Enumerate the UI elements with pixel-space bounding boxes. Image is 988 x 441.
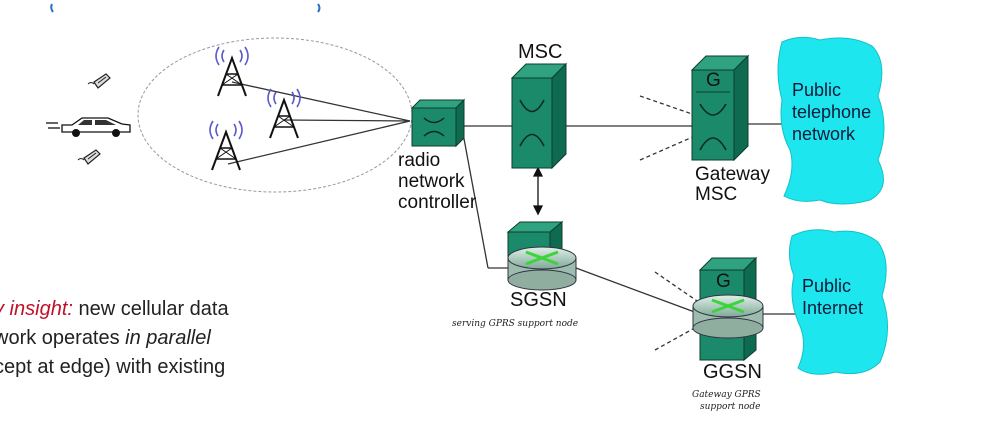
gateway-msc-label-line1: Gateway bbox=[695, 164, 770, 185]
telephone-cloud-label-line1: Public bbox=[792, 80, 841, 100]
msc-sgsn-arrow bbox=[532, 166, 544, 216]
insight-line-1-rest: new cellular data bbox=[72, 298, 229, 320]
insight-line-2-pre: work operates bbox=[0, 327, 126, 349]
insight-line-3: cept at edge) with existing bbox=[0, 356, 226, 378]
sgsn-handwritten-note: serving GPRS support node bbox=[452, 319, 578, 329]
ggsn-letter: G bbox=[716, 271, 731, 292]
rnc-label-line1: radio bbox=[398, 150, 440, 171]
insight-line-1: y insight: new cellular data bbox=[0, 295, 374, 324]
public-internet-cloud bbox=[788, 229, 889, 375]
car-icon bbox=[46, 117, 131, 137]
gateway-msc-icon bbox=[690, 54, 750, 162]
rnc-label-line3: controller bbox=[398, 192, 477, 213]
ggsn-handwritten-note-line1: Gateway GPRS bbox=[692, 390, 761, 400]
gateway-msc-letter: G bbox=[706, 70, 721, 91]
ggsn-handwritten-note-line2: support node bbox=[700, 402, 760, 412]
key-insight-text: y insight: new cellular data work operat… bbox=[0, 295, 374, 382]
base-station-icon bbox=[209, 120, 243, 171]
sgsn-label: SGSN bbox=[510, 289, 567, 311]
telephone-cloud-label-line2: telephone bbox=[792, 102, 871, 122]
insight-lead: y insight: bbox=[0, 298, 73, 320]
insight-line-2: work operates in parallel bbox=[0, 324, 374, 353]
msc-label: MSC bbox=[518, 41, 562, 63]
network-links bbox=[227, 81, 800, 351]
public-telephone-network-cloud bbox=[777, 36, 885, 205]
insight-line-2-emphasis: in parallel bbox=[125, 327, 211, 349]
rnc-label-line2: network bbox=[398, 171, 465, 192]
mobile-phone-icon bbox=[87, 73, 111, 89]
cropped-title-fragment bbox=[50, 3, 321, 13]
telephone-cloud-label-line3: network bbox=[792, 124, 856, 144]
radio-network-controller-icon bbox=[410, 98, 466, 148]
msc-switch-icon bbox=[510, 62, 568, 170]
internet-cloud-label-line1: Public bbox=[802, 276, 851, 296]
ggsn-label: GGSN bbox=[703, 361, 762, 383]
internet-cloud-label-line2: Internet bbox=[802, 298, 863, 318]
mobile-phone-icon bbox=[77, 149, 101, 165]
base-station-icon bbox=[267, 88, 301, 139]
ggsn-router-icon bbox=[692, 294, 764, 339]
sgsn-router-icon bbox=[507, 246, 577, 291]
gateway-msc-label-line2: MSC bbox=[695, 184, 737, 205]
radio-access-area bbox=[137, 37, 413, 193]
base-station-icon bbox=[215, 46, 249, 97]
